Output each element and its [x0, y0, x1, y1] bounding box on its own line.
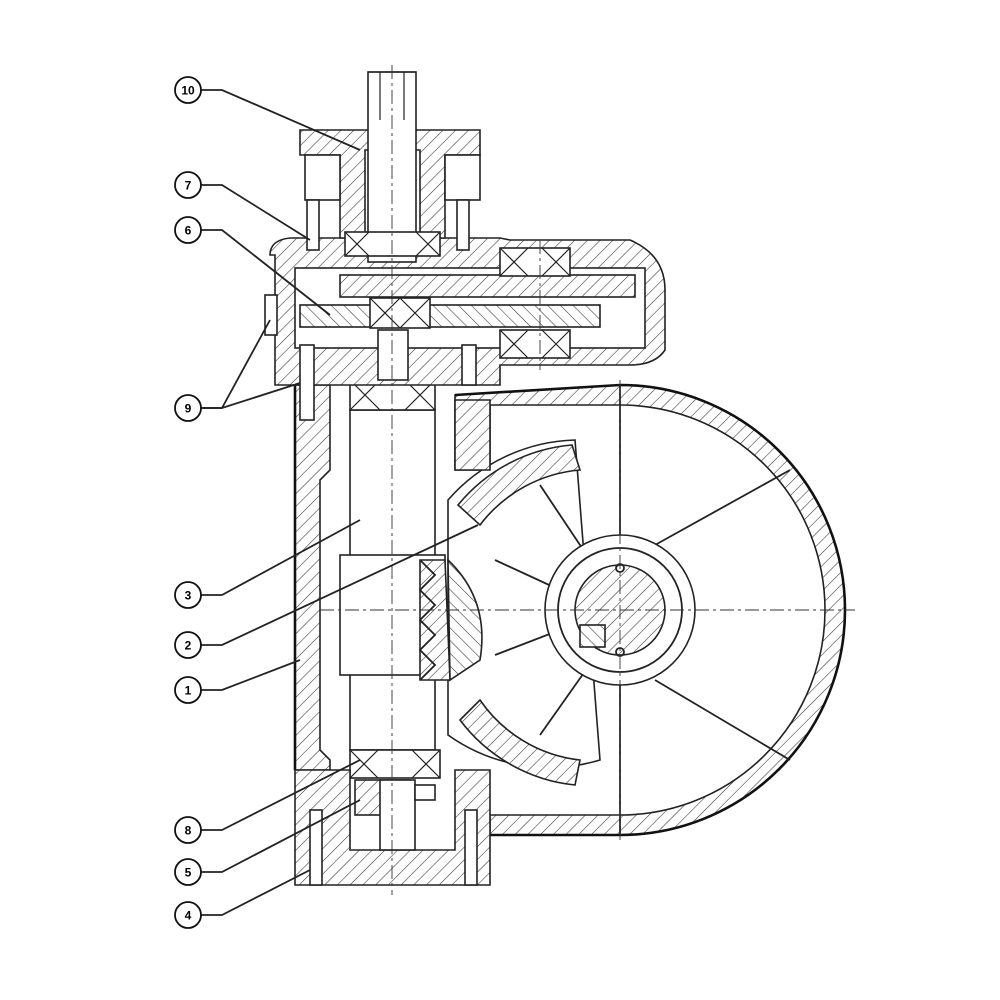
callout-10: 10: [174, 76, 202, 104]
input-flange: [299, 71, 481, 263]
callout-label: 8: [185, 824, 192, 838]
callout-label: 2: [185, 639, 192, 653]
callout-2: 2: [174, 631, 202, 659]
worm-shaft: [339, 409, 483, 751]
gear-housing: [264, 237, 666, 421]
callout-label: 1: [185, 684, 192, 698]
callout-label: 10: [181, 84, 195, 98]
callout-4: 4: [174, 901, 202, 929]
callout-label: 4: [185, 909, 192, 923]
callout-label: 6: [185, 224, 192, 238]
callout-label: 5: [185, 866, 192, 880]
callout-6: 6: [174, 216, 202, 244]
callout-3: 3: [174, 581, 202, 609]
callout-label: 9: [185, 402, 192, 416]
callout-1: 1: [174, 676, 202, 704]
callout-9: 9: [174, 394, 202, 422]
leader-lines: [201, 89, 479, 916]
callout-label: 7: [185, 179, 192, 193]
callout-label: 3: [185, 589, 192, 603]
callout-7: 7: [174, 171, 202, 199]
lower-end-cover: [294, 769, 491, 886]
callout-8: 8: [174, 816, 202, 844]
callout-5: 5: [174, 858, 202, 886]
lower-bearing: [349, 749, 441, 779]
centerlines: [320, 65, 855, 895]
